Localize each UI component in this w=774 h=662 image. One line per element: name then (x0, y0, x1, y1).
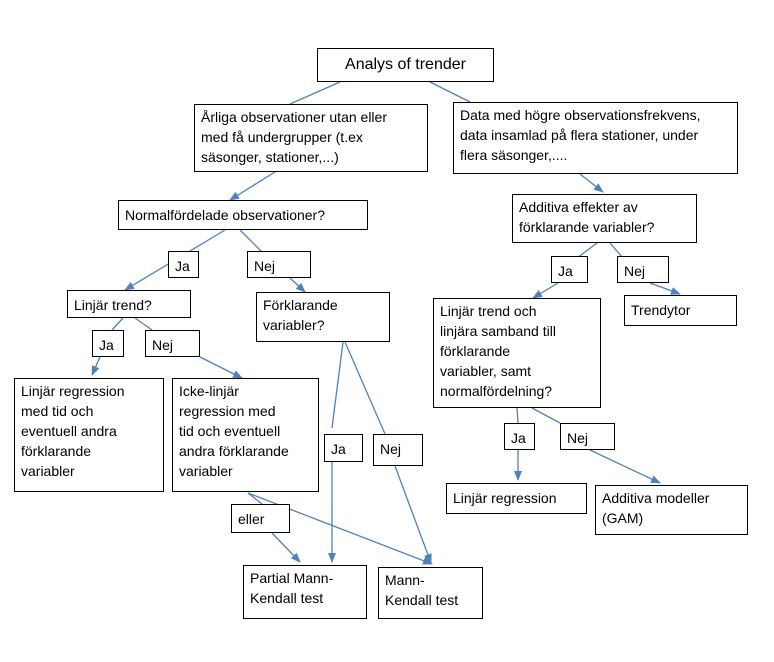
edge-lintrend-nej2 (134, 317, 153, 331)
edge-nej1-forklarande (289, 277, 306, 293)
edge-ja2-linreg (91, 356, 101, 376)
edge-additiva-ja4 (576, 242, 598, 259)
edge-root-annual (289, 81, 341, 105)
node-annual-observations: Årliga observationer utan eller med få u… (194, 104, 428, 172)
edge-lintrend2-nej5 (531, 407, 561, 424)
edge-forklarande-ja3 (331, 341, 344, 429)
edge-highfreq-additiva (579, 173, 604, 193)
node-linear-trend-normality-question: Linjär trend och linjära samband till fö… (433, 298, 601, 408)
label-nej-normal: Nej (247, 251, 311, 278)
node-linear-regression: Linjär regression (446, 483, 587, 514)
node-explanatory-variables-question: Förklarande variabler? (256, 292, 390, 342)
node-normal-question: Normalfördelade observationer? (118, 200, 368, 230)
node-high-frequency-data: Data med högre observationsfrekvens, dat… (453, 102, 738, 174)
node-partial-mann-kendall: Partial Mann- Kendall test (243, 565, 367, 619)
edge-root-highfreq (429, 81, 471, 103)
edge-eller-partial (271, 532, 301, 563)
label-ja-additive: Ja (551, 256, 588, 283)
label-ja-lintrend: Ja (92, 330, 124, 357)
edge-forklarande-nej3 (344, 341, 386, 435)
edge-annual-normal (229, 171, 276, 201)
edge-lintrend2-ja5 (516, 407, 519, 424)
edge-nej5-gam (589, 449, 661, 484)
label-ja-explanatory: Ja (324, 434, 363, 462)
node-mann-kendall: Mann- Kendall test (378, 567, 483, 619)
label-nej-lintrend2: Nej (560, 423, 615, 450)
node-linear-regression-time: Linjär regression med tid och eventuell … (14, 378, 164, 492)
node-trend-surfaces: Trendytor (624, 295, 737, 326)
edge-nej2-ickelinjar (199, 356, 243, 379)
label-nej-lintrend: Nej (145, 330, 200, 357)
node-root: Analys of trender (317, 48, 494, 82)
edge-nej4-trendytor (649, 282, 681, 295)
node-additive-effects-question: Additiva effekter av förklarande variabl… (512, 194, 697, 243)
edge-ja4-lintrend2 (532, 282, 559, 299)
edge-ickelinjar-eller (247, 492, 263, 505)
node-linear-trend-question: Linjär trend? (67, 290, 191, 318)
edge-lintrend-ja2 (111, 317, 124, 331)
edge-additiva-nej4 (609, 242, 624, 259)
label-nej-additive: Nej (617, 256, 669, 283)
label-nej-explanatory: Nej (373, 434, 423, 466)
node-nonlinear-regression: Icke-linjär regression med tid och event… (172, 378, 319, 492)
edge-normal-forklarande (239, 229, 263, 253)
node-additive-models-gam: Additiva modeller (GAM) (595, 485, 748, 535)
edge-nej3-mk (394, 465, 432, 564)
label-ja-lintrend2: Ja (504, 423, 535, 450)
label-ja-normal: Ja (168, 251, 199, 278)
label-eller: eller (231, 504, 290, 533)
